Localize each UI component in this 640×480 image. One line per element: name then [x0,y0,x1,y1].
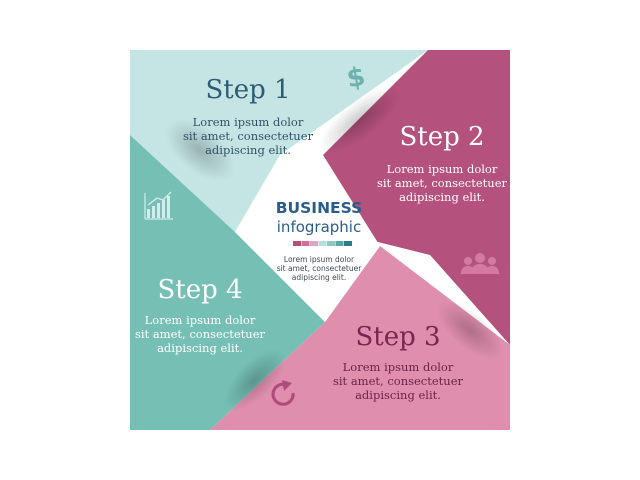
color-swatch [310,241,318,246]
bar-chart-icon [144,191,173,220]
step-1-title: Step 1 [205,75,290,105]
color-swatch [327,241,335,246]
color-swatch-strip [293,241,352,246]
center-title: BUSINESS [276,199,363,217]
step-2-line-1: Lorem ipsum dolor [387,162,498,176]
dollar-icon: $ [344,62,367,95]
step-3-line-3: adipiscing elit. [355,388,441,402]
fold-shadow-4 [223,348,287,412]
step-4-title: Step 4 [157,275,242,305]
center-subtitle: infographic [277,218,361,236]
center-line-2: sit amet, consectetuer [277,264,363,273]
fold-shadow-1 [164,118,236,182]
center-line-1: Lorem ipsum dolor [284,255,355,264]
step-3-line-1: Lorem ipsum dolor [343,360,454,374]
step-2-title: Step 2 [399,122,484,152]
step-1-line-1: Lorem ipsum dolor [193,115,304,129]
step-2-line-2: sit amet, consectetuer [377,176,508,190]
step-1-line-3: adipiscing elit. [205,143,291,157]
people-icon [461,253,499,274]
svg-text:$: $ [344,62,367,95]
fold-shadow-3 [437,300,503,360]
color-swatch [301,241,310,246]
center-diamond [235,155,380,322]
fold-shadow-2 [319,86,401,154]
step-1-panel [130,50,428,232]
color-swatch [335,241,344,246]
step-3-title: Step 3 [355,322,440,352]
step-4-line-2: sit amet, consectetuer [135,327,266,341]
center-line-3: adipiscing elit. [292,273,346,282]
step-1-line-2: sit amet, consectetuer [183,129,314,143]
step-4-line-1: Lorem ipsum dolor [145,313,256,327]
step-4-line-3: adipiscing elit. [157,341,243,355]
refresh-icon [271,380,295,406]
color-swatch [344,241,352,246]
step-2-line-3: adipiscing elit. [399,190,485,204]
color-swatch [318,241,327,246]
step-3-line-2: sit amet, consectetuer [333,374,464,388]
color-swatch [293,241,301,246]
